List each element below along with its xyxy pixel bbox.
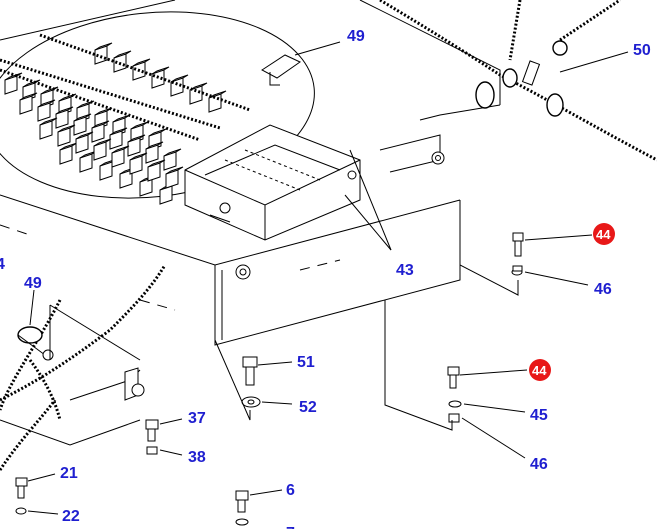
relay-top bbox=[165, 166, 184, 175]
relay-top bbox=[130, 121, 149, 130]
clamp-49-left bbox=[17, 326, 54, 361]
relay-top bbox=[19, 92, 38, 101]
callout-37[interactable]: 37 bbox=[188, 410, 206, 427]
relay-rail bbox=[39, 33, 251, 112]
grommets bbox=[475, 40, 568, 117]
bolt-51 bbox=[241, 356, 261, 408]
relay bbox=[19, 95, 33, 115]
relay bbox=[57, 127, 71, 147]
relay-rail bbox=[0, 68, 201, 142]
relay-top bbox=[91, 120, 110, 129]
relay bbox=[165, 169, 179, 189]
callout-7[interactable]: 7 bbox=[286, 525, 295, 529]
relay bbox=[59, 145, 73, 165]
callout-49-left[interactable]: 49 bbox=[24, 275, 42, 292]
relay bbox=[119, 169, 133, 189]
relay-top bbox=[170, 74, 189, 83]
relay bbox=[93, 141, 107, 161]
callout-46-lower[interactable]: 46 bbox=[530, 456, 548, 473]
relay-top bbox=[151, 66, 170, 75]
callout-51[interactable]: 51 bbox=[297, 354, 315, 371]
relay-top bbox=[94, 42, 113, 51]
relay bbox=[37, 102, 51, 122]
relay-top bbox=[208, 90, 227, 99]
bolt-6 bbox=[235, 490, 249, 526]
relay-top bbox=[129, 152, 148, 161]
relay-top bbox=[93, 138, 112, 147]
relay bbox=[127, 137, 141, 157]
relay bbox=[75, 134, 89, 154]
relay bbox=[94, 45, 108, 65]
callout-4[interactable]: 4 bbox=[0, 256, 5, 273]
relay-top bbox=[39, 117, 58, 126]
bolt-44-lower bbox=[447, 366, 462, 423]
relay bbox=[145, 144, 159, 164]
callout-21[interactable]: 21 bbox=[60, 465, 78, 482]
relay-top bbox=[132, 58, 151, 67]
relay-top bbox=[37, 99, 56, 108]
relay-top bbox=[112, 114, 131, 123]
relay-top bbox=[147, 159, 166, 168]
callout-49-top[interactable]: 49 bbox=[347, 28, 365, 45]
main-housing bbox=[0, 0, 501, 346]
relay-top bbox=[113, 50, 132, 59]
relay-top bbox=[73, 113, 92, 122]
relay-top bbox=[59, 142, 78, 151]
relay bbox=[147, 162, 161, 182]
bolt-44-upper bbox=[511, 232, 524, 276]
relay bbox=[111, 148, 125, 168]
leader-lines bbox=[27, 41, 629, 515]
relay bbox=[99, 161, 113, 181]
relay bbox=[170, 77, 184, 97]
relay-top bbox=[109, 127, 128, 136]
relay bbox=[91, 123, 105, 143]
relay-block bbox=[0, 11, 315, 205]
relay-top bbox=[145, 141, 164, 150]
relay bbox=[55, 109, 69, 129]
callout-6[interactable]: 6 bbox=[286, 482, 295, 499]
callouts: 49 50 43 44 46 4 49 51 52 44 45 46 37 38… bbox=[0, 28, 651, 529]
control-unit-box bbox=[184, 124, 361, 241]
relay-top bbox=[40, 86, 59, 95]
relay-top bbox=[127, 134, 146, 143]
relay bbox=[109, 130, 123, 150]
highlight-badge-44-lower bbox=[529, 359, 551, 381]
relay-top bbox=[163, 148, 182, 157]
relay-top bbox=[55, 106, 74, 115]
relay-top bbox=[111, 145, 130, 154]
bracket-lower bbox=[0, 304, 145, 446]
relay bbox=[4, 75, 18, 95]
callout-22[interactable]: 22 bbox=[62, 508, 80, 525]
relay bbox=[129, 155, 143, 175]
callout-52[interactable]: 52 bbox=[299, 399, 317, 416]
highlight-badge-44-upper bbox=[593, 223, 615, 245]
relay bbox=[39, 120, 53, 140]
callout-43[interactable]: 43 bbox=[396, 262, 414, 279]
relay-top bbox=[148, 128, 167, 137]
relay bbox=[73, 116, 87, 136]
callout-50[interactable]: 50 bbox=[633, 42, 651, 59]
callout-46-upper[interactable]: 46 bbox=[594, 281, 612, 298]
clamp-49-top bbox=[261, 54, 301, 86]
relay bbox=[79, 153, 93, 173]
cable-harnesses bbox=[0, 0, 657, 471]
relay-top bbox=[75, 131, 94, 140]
callout-44-upper[interactable]: 44 bbox=[596, 227, 611, 242]
bolt-21 bbox=[15, 477, 28, 515]
callout-45[interactable]: 45 bbox=[530, 407, 548, 424]
callout-44-lower[interactable]: 44 bbox=[532, 363, 547, 378]
relay bbox=[163, 151, 177, 171]
bolt-37 bbox=[145, 419, 159, 455]
callout-38[interactable]: 38 bbox=[188, 449, 206, 466]
relay-top bbox=[57, 124, 76, 133]
